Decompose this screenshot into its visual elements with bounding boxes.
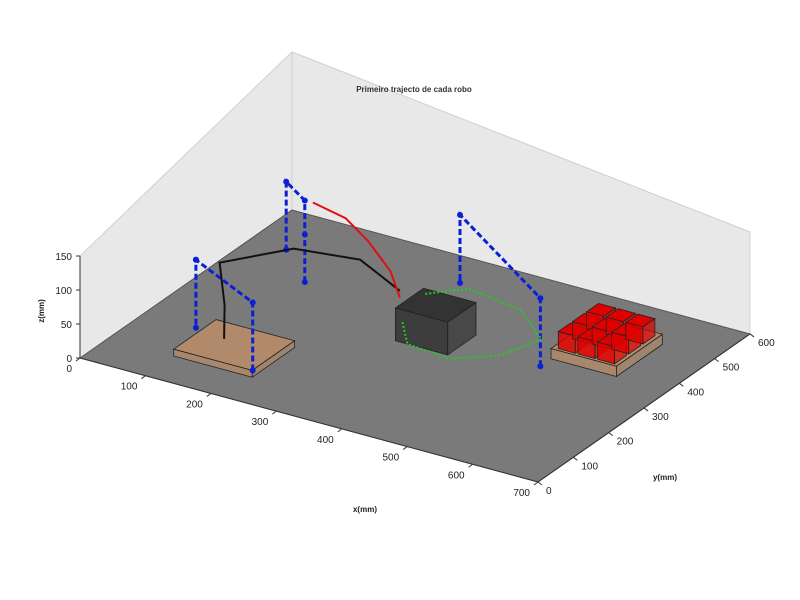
pallet-red-parts-side — [616, 333, 663, 378]
y-tick-label-5: 500 — [723, 363, 740, 374]
series-0-point-0 — [249, 367, 256, 374]
y-tick-label-1: 100 — [581, 461, 598, 472]
x-tick-label-4: 400 — [317, 435, 334, 446]
x-axis-label: x(mm) — [353, 505, 377, 514]
z-tick-label-3: 150 — [55, 252, 72, 263]
y-tick-label-6: 600 — [758, 338, 775, 349]
x-tick-label-0: 0 — [66, 364, 72, 375]
y-tick-label-4: 400 — [687, 387, 704, 398]
z-tick-label-0: 0 — [66, 354, 72, 365]
x-tick-label-5: 500 — [382, 453, 399, 464]
z-tick-label-1: 50 — [61, 320, 73, 331]
y-tick-mark-4 — [679, 382, 684, 387]
x-tick-label-2: 200 — [186, 399, 203, 410]
x-tick-label-7: 700 — [513, 488, 530, 499]
z-axis-label: z(mm) — [37, 299, 46, 323]
y-tick-label-0: 0 — [546, 486, 552, 497]
y-tick-mark-1 — [573, 456, 578, 461]
y-tick-mark-2 — [608, 432, 613, 437]
series-1-point-0 — [537, 363, 544, 370]
x-tick-mark-3 — [271, 410, 277, 415]
red-part-2-2-side — [642, 317, 656, 345]
chart-walls — [78, 50, 752, 483]
x-tick-mark-5 — [402, 446, 408, 450]
y-tick-label-3: 300 — [652, 412, 669, 423]
central-cube-side — [447, 301, 477, 356]
series-1-point-3 — [457, 279, 464, 286]
series-0-point-1 — [249, 299, 256, 306]
chart-series — [192, 178, 544, 374]
x-tick-mark-2 — [206, 393, 212, 397]
series-0-point-4 — [192, 324, 199, 331]
y-tick-mark-6 — [749, 333, 755, 338]
series-2-point-1 — [301, 231, 308, 238]
series-3-line — [218, 247, 401, 339]
x-tick-label-3: 300 — [252, 417, 269, 428]
x-tick-label-1: 100 — [121, 382, 138, 393]
series-1-line — [458, 211, 542, 367]
z-tick-label-2: 100 — [55, 286, 72, 297]
series-5-line — [401, 287, 543, 360]
y-tick-label-2: 200 — [617, 437, 634, 448]
series-0-point-3 — [192, 256, 199, 263]
series-1-point-1 — [537, 295, 544, 302]
x-tick-mark-4 — [337, 428, 343, 433]
x-axis-line — [79, 357, 539, 483]
x-tick-mark-1 — [141, 375, 146, 380]
red-part-2-2 — [624, 313, 656, 345]
series-2-point-3 — [283, 178, 290, 185]
x-tick-mark-7 — [533, 481, 539, 486]
chart-title: Primeiro trajecto de cada robo — [356, 85, 472, 94]
y-tick-mark-3 — [643, 407, 649, 412]
series-4-line — [312, 201, 401, 298]
series-1-point-2 — [457, 211, 464, 218]
series-2-point-0 — [301, 279, 308, 286]
series-2-point-2 — [301, 197, 308, 204]
x-tick-mark-6 — [468, 463, 473, 468]
y-tick-mark-5 — [714, 358, 719, 363]
y-axis-label: y(mm) — [653, 473, 677, 482]
series-0-line — [194, 256, 255, 371]
central-cube — [394, 287, 477, 356]
y-tick-mark-0 — [537, 481, 543, 486]
x-tick-label-6: 600 — [448, 470, 465, 481]
